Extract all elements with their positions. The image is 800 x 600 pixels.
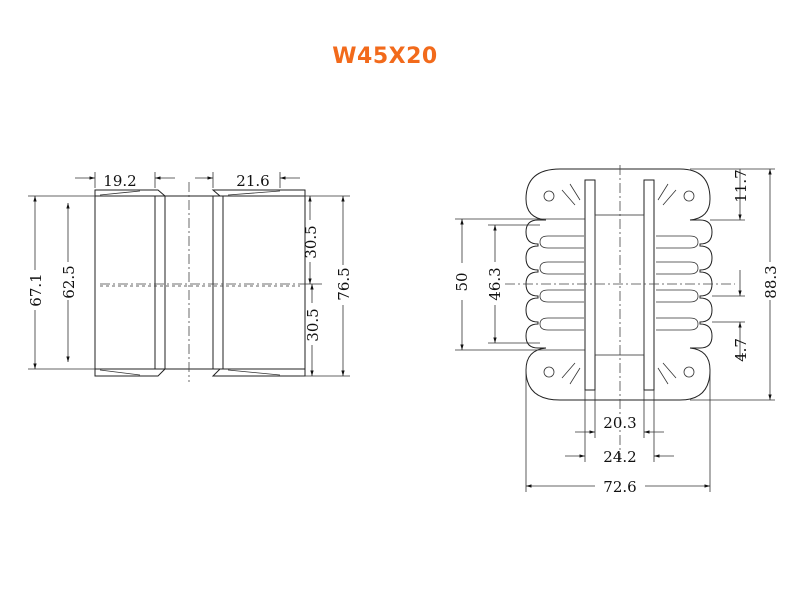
dim-76-5: 76.5 bbox=[335, 267, 353, 300]
dim-30-5-upper: 30.5 bbox=[302, 225, 320, 258]
bottom-flange-right bbox=[211, 368, 306, 377]
dim-67-1: 67.1 bbox=[27, 273, 45, 306]
pin-hole bbox=[543, 190, 555, 202]
dim-72-6: 72.6 bbox=[603, 478, 636, 496]
page-title: W45X20 bbox=[332, 44, 438, 69]
front-view-outline bbox=[525, 168, 713, 401]
side-view: 19.2 21.6 67.1 62.5 30.5 30.5 76.5 bbox=[27, 172, 353, 382]
side-view-body bbox=[94, 195, 306, 370]
core-leg-left bbox=[584, 179, 596, 391]
dim-30-5-lower: 30.5 bbox=[304, 308, 322, 341]
top-flange-left bbox=[94, 189, 167, 197]
pin-hole bbox=[683, 366, 695, 378]
dim-88-3: 88.3 bbox=[762, 265, 780, 298]
dim-19-2: 19.2 bbox=[103, 172, 136, 190]
pin-hole bbox=[543, 366, 555, 378]
pin-hole bbox=[683, 190, 695, 202]
dim-46-3: 46.3 bbox=[486, 267, 504, 300]
dim-11-7: 11.7 bbox=[732, 169, 750, 202]
dim-24-2: 24.2 bbox=[603, 448, 636, 466]
dim-20-3: 20.3 bbox=[603, 414, 636, 432]
core-leg-right bbox=[643, 179, 655, 391]
front-view: 50 46.3 11.7 4.7 88.3 20.3 24.2 bbox=[453, 165, 780, 496]
bottom-flange-left bbox=[94, 368, 167, 377]
dim-50: 50 bbox=[453, 272, 471, 291]
dim-21-6: 21.6 bbox=[236, 172, 269, 190]
dim-4-7: 4.7 bbox=[732, 338, 750, 362]
dim-62-5: 62.5 bbox=[60, 265, 78, 298]
